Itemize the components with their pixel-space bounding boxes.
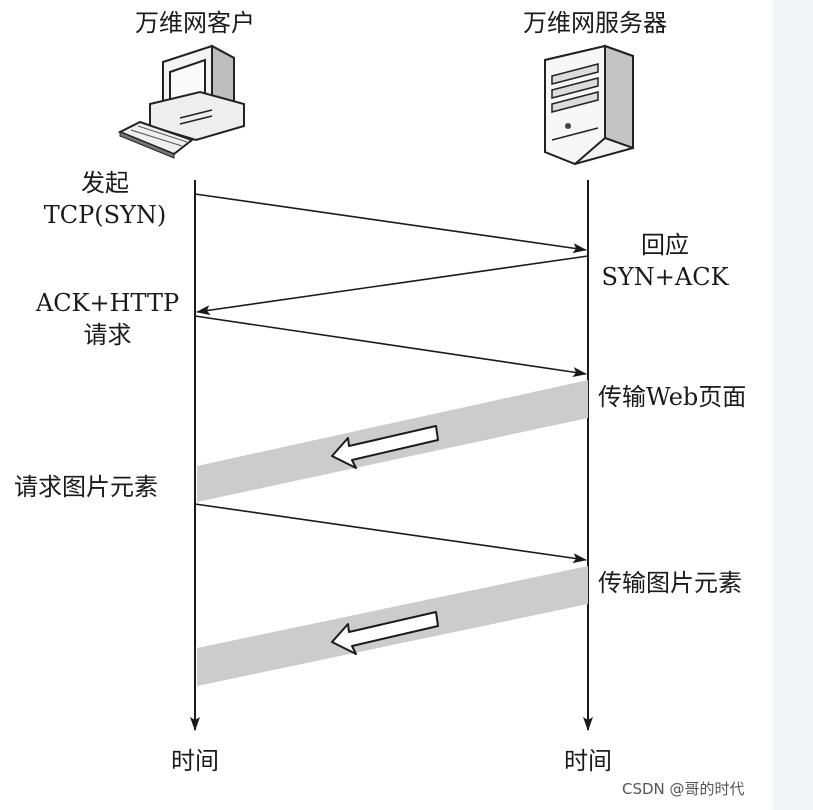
image-transfer-label: 传输图片元素 <box>598 569 742 597</box>
syn-label-line1: 发起 <box>81 169 129 197</box>
request-images-label: 请求图片元素 <box>14 473 158 501</box>
desktop-computer-icon <box>117 44 245 159</box>
image-direction-arrow-icon <box>331 611 439 655</box>
tower-server-icon <box>544 44 634 166</box>
syn-ack-label-line1: 回应 <box>641 231 689 259</box>
web-page-direction-arrow-icon <box>331 425 439 469</box>
client-time-label: 时间 <box>171 747 219 775</box>
server-title: 万维网服务器 <box>523 9 667 37</box>
syn-label-line2: TCP(SYN) <box>43 201 167 229</box>
syn-ack-label-line2: SYN+ACK <box>601 263 729 291</box>
syn-arrow <box>194 193 587 254</box>
ack-http-label-line2: 请求 <box>83 321 132 349</box>
page-margin-strip <box>773 0 813 810</box>
watermark: CSDN @哥的时代 <box>622 780 745 798</box>
web-page-transfer-label: 传输Web页面 <box>598 383 747 411</box>
syn-ack-arrow <box>196 255 589 316</box>
image-request-arrow <box>194 503 587 564</box>
client-title: 万维网客户 <box>135 9 255 37</box>
ack-http-request-arrow <box>194 315 587 378</box>
server-time-label: 时间 <box>564 747 612 775</box>
ack-http-label-line1: ACK+HTTP <box>35 289 180 317</box>
